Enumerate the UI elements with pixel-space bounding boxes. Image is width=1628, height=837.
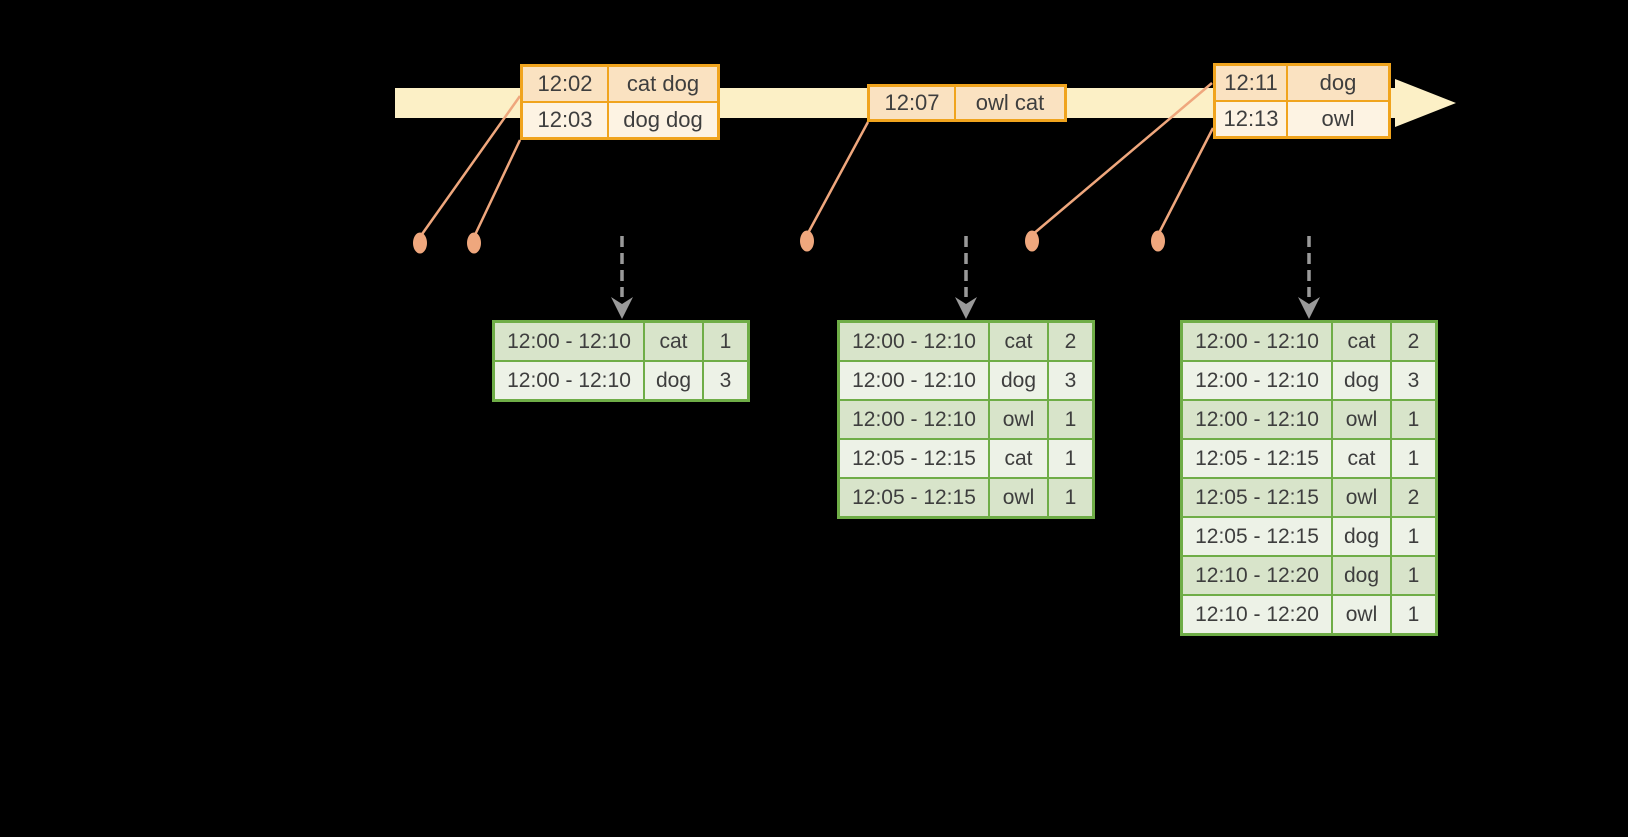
- event-table-3: 12:11 dog 12:13 owl: [1213, 63, 1391, 139]
- result-count: 3: [704, 362, 747, 399]
- event-dot-1207: [800, 230, 814, 252]
- result-window: 12:00 - 12:10: [840, 323, 988, 360]
- result-word: owl: [1333, 401, 1390, 438]
- result-word: owl: [990, 479, 1047, 516]
- result-table-3: 12:00 - 12:10 cat 2 12:00 - 12:10 dog 3 …: [1180, 320, 1438, 636]
- connector-line-1207: [805, 121, 870, 236]
- result-word: cat: [1333, 440, 1390, 477]
- result-word: cat: [1333, 323, 1390, 360]
- result-count: 1: [1392, 518, 1435, 555]
- result-word: owl: [1333, 479, 1390, 516]
- result-word: cat: [990, 440, 1047, 477]
- connector-line-1213: [1156, 127, 1215, 236]
- result-count: 2: [1392, 323, 1435, 360]
- event-dot-1213: [1151, 230, 1165, 252]
- result-word: dog: [990, 362, 1047, 399]
- result-window: 12:00 - 12:10: [1183, 362, 1331, 399]
- result-count: 3: [1049, 362, 1092, 399]
- result-count: 2: [1049, 323, 1092, 360]
- event-time: 12:13: [1216, 102, 1286, 136]
- result-word: dog: [1333, 518, 1390, 555]
- event-words: owl cat: [956, 87, 1064, 119]
- result-word: dog: [1333, 557, 1390, 594]
- result-word: dog: [645, 362, 702, 399]
- event-dot-1211: [1025, 230, 1039, 252]
- result-window: 12:00 - 12:10: [495, 323, 643, 360]
- result-window: 12:00 - 12:10: [840, 401, 988, 438]
- trigger-arrowheads: [611, 297, 1320, 319]
- result-window: 12:10 - 12:20: [1183, 557, 1331, 594]
- result-window: 12:05 - 12:15: [1183, 518, 1331, 555]
- trigger-arrowhead-icon-2: [955, 297, 977, 319]
- event-table-2: 12:07 owl cat: [867, 84, 1067, 122]
- event-words: dog dog: [609, 103, 717, 137]
- result-count: 3: [1392, 362, 1435, 399]
- result-word: cat: [990, 323, 1047, 360]
- result-count: 1: [1049, 401, 1092, 438]
- result-table-1: 12:00 - 12:10 cat 1 12:00 - 12:10 dog 3: [492, 320, 750, 402]
- trigger-arrows: [620, 236, 1311, 297]
- event-time: 12:02: [523, 67, 607, 101]
- result-window: 12:05 - 12:15: [840, 479, 988, 516]
- event-table-1: 12:02 cat dog 12:03 dog dog: [520, 64, 720, 140]
- event-dots: [413, 230, 1165, 254]
- result-word: dog: [1333, 362, 1390, 399]
- event-words: dog: [1288, 66, 1388, 100]
- result-window: 12:05 - 12:15: [1183, 440, 1331, 477]
- trigger-arrowhead-icon-1: [611, 297, 633, 319]
- connector-line-1203: [472, 139, 522, 238]
- result-window: 12:05 - 12:15: [1183, 479, 1331, 516]
- timeline-arrowhead-icon: [1395, 79, 1456, 127]
- result-count: 1: [1392, 557, 1435, 594]
- event-dot-1203: [467, 232, 481, 254]
- result-word: owl: [1333, 596, 1390, 633]
- result-count: 1: [1049, 440, 1092, 477]
- result-window: 12:00 - 12:10: [840, 362, 988, 399]
- trigger-arrowhead-icon-3: [1298, 297, 1320, 319]
- event-time: 12:07: [870, 87, 954, 119]
- event-time: 12:03: [523, 103, 607, 137]
- result-table-2: 12:00 - 12:10 cat 2 12:00 - 12:10 dog 3 …: [837, 320, 1095, 519]
- result-count: 1: [1392, 401, 1435, 438]
- result-count: 2: [1392, 479, 1435, 516]
- event-words: cat dog: [609, 67, 717, 101]
- result-word: owl: [990, 401, 1047, 438]
- result-window: 12:05 - 12:15: [840, 440, 988, 477]
- result-count: 1: [1392, 596, 1435, 633]
- result-window: 12:00 - 12:10: [495, 362, 643, 399]
- event-dot-1202: [413, 232, 427, 254]
- result-window: 12:00 - 12:10: [1183, 401, 1331, 438]
- event-time: 12:11: [1216, 66, 1286, 100]
- result-window: 12:10 - 12:20: [1183, 596, 1331, 633]
- result-window: 12:00 - 12:10: [1183, 323, 1331, 360]
- event-connector-lines: [418, 82, 1215, 238]
- result-count: 1: [1392, 440, 1435, 477]
- result-word: cat: [645, 323, 702, 360]
- event-words: owl: [1288, 102, 1388, 136]
- connector-line-1211: [1031, 82, 1213, 236]
- connector-line-1202: [418, 95, 522, 238]
- result-count: 1: [1049, 479, 1092, 516]
- result-count: 1: [704, 323, 747, 360]
